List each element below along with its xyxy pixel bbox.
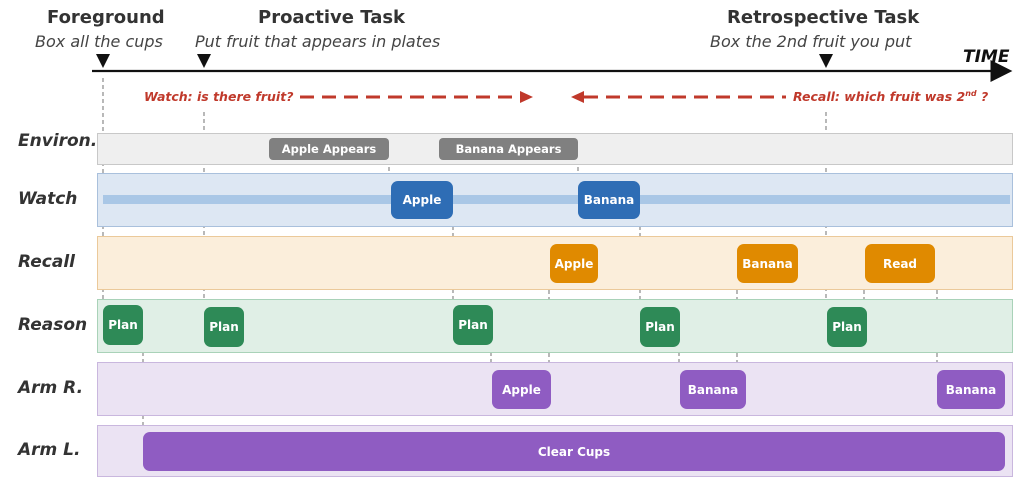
retrospective-title: Retrospective Task: [727, 7, 920, 28]
reason-chip-plan-1: Plan: [103, 305, 143, 345]
env-chip-banana-appears: Banana Appears: [439, 138, 578, 160]
foreground-title: Foreground: [47, 7, 165, 28]
proactive-marker-icon: [197, 54, 211, 68]
time-label: TIME: [963, 47, 1010, 67]
proactive-title: Proactive Task: [258, 7, 406, 28]
watch-track: [103, 195, 1010, 204]
reason-chip-plan-3: Plan: [453, 305, 493, 345]
watch-chip-banana: Banana: [578, 181, 640, 219]
row-label-arm-r: Arm R.: [18, 378, 84, 398]
arm-r-lane: [97, 362, 1013, 416]
row-label-environ: Environ.: [18, 131, 98, 151]
arm-r-chip-banana-1: Banana: [680, 370, 746, 409]
retrospective-marker-icon: [819, 54, 833, 68]
watch-arrowhead-icon: [520, 91, 533, 103]
retrospective-subtitle: Box the 2nd fruit you put: [710, 32, 912, 51]
env-chip-apple-appears: Apple Appears: [269, 138, 389, 160]
foreground-marker-icon: [96, 54, 110, 68]
reason-chip-plan-5: Plan: [827, 307, 867, 347]
recall-arrowhead-icon: [571, 91, 584, 103]
row-label-reason: Reason: [18, 315, 88, 335]
arm-r-chip-apple: Apple: [492, 370, 551, 409]
recall-chip-banana: Banana: [737, 244, 798, 283]
recall-note: Recall: which fruit was 2nd ?: [793, 89, 988, 104]
reason-chip-plan-2: Plan: [204, 307, 244, 347]
arm-l-chip-clear-cups: Clear Cups: [143, 432, 1005, 471]
recall-note-sup: nd: [965, 89, 977, 98]
recall-chip-apple: Apple: [550, 244, 598, 283]
recall-note-suffix: ?: [981, 89, 989, 105]
row-label-watch: Watch: [18, 189, 78, 209]
proactive-subtitle: Put fruit that appears in plates: [195, 32, 441, 51]
row-label-arm-l: Arm L.: [18, 440, 81, 460]
reason-chip-plan-4: Plan: [640, 307, 680, 347]
arm-r-chip-banana-2: Banana: [937, 370, 1005, 409]
recall-chip-read: Read: [865, 244, 935, 283]
foreground-subtitle: Box all the cups: [35, 32, 163, 51]
watch-note: Watch: is there fruit?: [144, 89, 294, 104]
recall-note-text: Recall: which fruit was 2: [793, 89, 966, 105]
watch-chip-apple: Apple: [391, 181, 453, 219]
row-label-recall: Recall: [18, 252, 75, 272]
